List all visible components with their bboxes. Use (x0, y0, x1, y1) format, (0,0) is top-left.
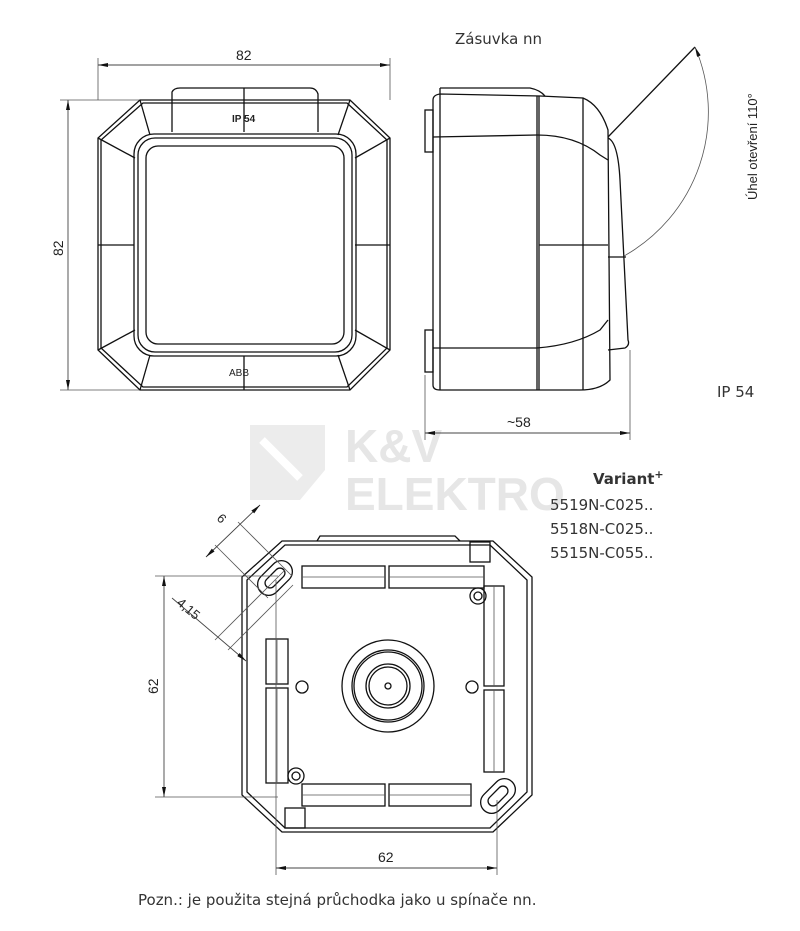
variant-item: 5518N-C025.. (550, 520, 653, 538)
watermark-line2: ELEKTRO (345, 468, 565, 520)
front-view: 82 82 IP 54 ABB (50, 47, 391, 391)
variant-item: 5519N-C025.. (550, 496, 653, 514)
watermark: K&V ELEKTRO (250, 420, 565, 520)
opening-angle-label: Úhel otevření 110° (745, 93, 760, 200)
side-depth-dim: ~58 (507, 414, 531, 430)
front-width-dim: 82 (236, 47, 252, 63)
back-view: 62 62 6 4,15 (145, 504, 533, 875)
side-view: Úhel otevření 110° ~58 (424, 46, 760, 440)
brand-marking: ABB (229, 368, 249, 379)
drawing-title: Zásuvka nn (455, 30, 542, 48)
slot-width-dim: 6 (214, 511, 230, 527)
cover-ip-marking: IP 54 (232, 114, 256, 125)
ip-rating: IP 54 (717, 383, 754, 401)
front-height-dim: 82 (50, 240, 66, 256)
footnote: Pozn.: je použita stejná průchodka jako … (138, 891, 536, 909)
variant-item: 5515N-C055.. (550, 544, 653, 562)
back-horizontal-dim: 62 (378, 849, 394, 865)
variants-list: Variant+ 5519N-C025.. 5518N-C025.. 5515N… (550, 468, 664, 562)
slot-offset-dim: 4,15 (174, 595, 203, 623)
watermark-line1: K&V (345, 420, 442, 472)
variants-heading: Variant+ (593, 468, 664, 488)
back-vertical-dim: 62 (145, 678, 161, 694)
